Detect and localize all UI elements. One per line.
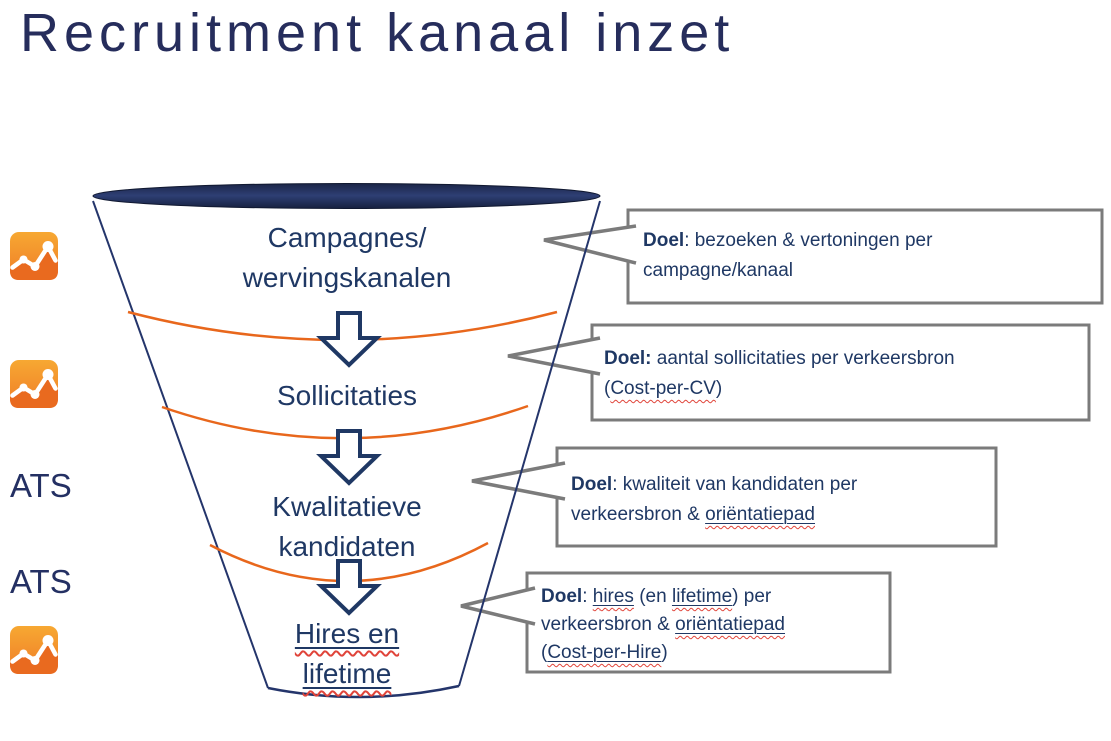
callout-2-text: Doel: aantal sollicitaties per verkeersb… [604, 348, 955, 399]
funnel-right-side [458, 200, 601, 687]
callout-1-text: Doel: bezoeken & vertoningen per campagn… [643, 230, 933, 281]
ats-label-1: ATS [10, 467, 72, 504]
google-analytics-icon [10, 232, 58, 280]
funnel-bottom-curve [267, 684, 460, 699]
page-title: Recruitment kanaal inzet [20, 3, 735, 63]
google-analytics-icon [10, 626, 58, 674]
funnel-stage-4-label: Hires en lifetime [294, 618, 400, 689]
ats-label-2: ATS [10, 563, 72, 600]
funnel-left-side [92, 200, 269, 689]
callout-box-2 [590, 323, 1091, 422]
callout-pointer-4 [460, 586, 536, 626]
funnel-stage-1-label: Campagnes/ wervingskanalen [242, 222, 452, 293]
callout-box-4 [525, 571, 892, 674]
down-arrow-icon [316, 559, 382, 616]
down-arrow-icon [316, 429, 382, 486]
funnel-stage-3-label: Kwalitatieve kandidaten [272, 491, 422, 562]
funnel-top-ellipse [92, 183, 601, 209]
callout-box-3 [555, 446, 998, 548]
down-arrow-icon [316, 311, 382, 368]
callout-4-text: Doel: hires (en lifetime) per verkeersbr… [541, 586, 785, 663]
callout-3-text: Doel: kwaliteit van kandidaten per verke… [571, 474, 858, 525]
callout-pointer-1 [543, 224, 637, 265]
google-analytics-icon [10, 360, 58, 408]
callout-box-1 [626, 208, 1104, 305]
funnel-stage-2-label: Sollicitaties [276, 380, 418, 411]
